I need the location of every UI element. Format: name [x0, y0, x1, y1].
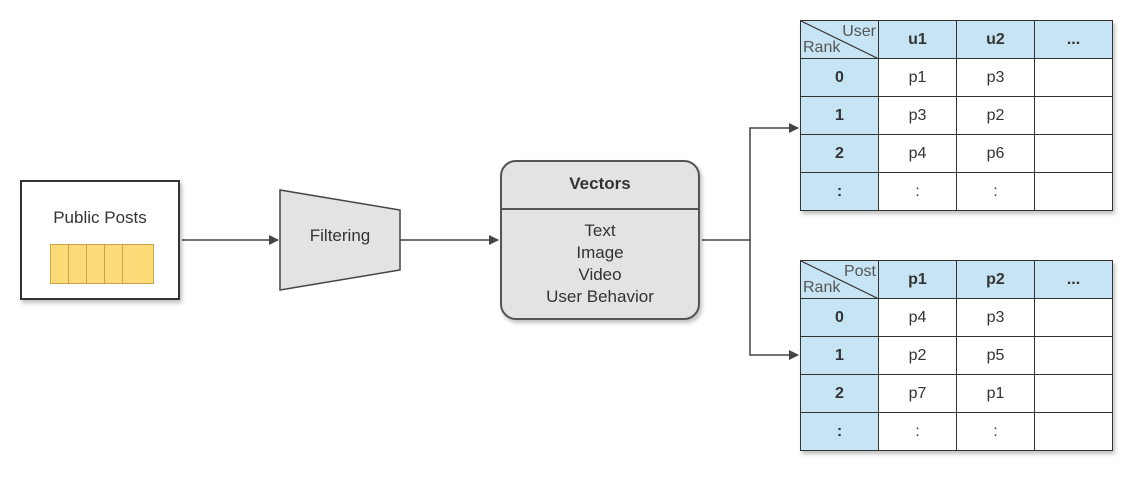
table-cell: p3 — [956, 298, 1035, 337]
table-cell: p1 — [878, 58, 957, 97]
rank-cell: 0 — [800, 298, 879, 337]
table-header-row: User Rank u1 u2 ... — [800, 20, 1113, 59]
table-corner-cell: User Rank — [800, 20, 879, 59]
table-cell: : — [878, 412, 957, 451]
table-cell — [1034, 336, 1113, 375]
corner-label-rank: Rank — [803, 39, 841, 56]
arrow-vectors-to-user-table — [702, 123, 799, 241]
table-cell: : — [956, 172, 1035, 211]
table-cell: p2 — [956, 96, 1035, 135]
table-cell — [1034, 134, 1113, 173]
column-header: u1 — [878, 20, 957, 59]
table-cell: : — [878, 172, 957, 211]
vectors-item-user-behavior: User Behavior — [546, 287, 654, 306]
vectors-divider — [502, 208, 698, 210]
rank-cell: 2 — [800, 134, 879, 173]
column-header: ... — [1034, 20, 1113, 59]
corner-label-rank: Rank — [803, 279, 841, 296]
table-cell: p2 — [878, 336, 957, 375]
table-row: 0 p1 p3 — [800, 58, 1113, 97]
column-header: ... — [1034, 260, 1113, 299]
vectors-item-image: Image — [576, 243, 624, 262]
table-row: : : : — [800, 172, 1113, 211]
public-posts-title: Public Posts — [53, 208, 147, 227]
rank-cell: 0 — [800, 58, 879, 97]
table-cell — [1034, 172, 1113, 211]
table-row: 1 p2 p5 — [800, 336, 1113, 375]
column-header: p2 — [956, 260, 1035, 299]
table-row: 1 p3 p2 — [800, 96, 1113, 135]
filtering-label: Filtering — [309, 226, 371, 245]
vectors-item-text: Text — [584, 221, 616, 240]
table-cell — [1034, 298, 1113, 337]
column-header: u2 — [956, 20, 1035, 59]
table-cell — [1034, 58, 1113, 97]
table-row: : : : — [800, 412, 1113, 451]
table-cell: p5 — [956, 336, 1035, 375]
table-cell: p4 — [878, 134, 957, 173]
arrow-vectors-to-post-table — [749, 240, 799, 360]
rank-cell: : — [800, 172, 879, 211]
vectors-item-video: Video — [578, 265, 622, 284]
table-cell — [1034, 374, 1113, 413]
table-cell: p3 — [956, 58, 1035, 97]
filter-trapezoid — [279, 189, 401, 291]
table-row: 2 p4 p6 — [800, 134, 1113, 173]
corner-label-post: Post — [843, 263, 876, 280]
table-cell — [1034, 96, 1113, 135]
post-rank-table: Post Rank p1 p2 ... 0 p4 p3 1 p2 p5 2 p7… — [800, 260, 1113, 451]
vectors-item-list: Text Image Video User Behavior — [502, 220, 698, 308]
table-corner-cell: Post Rank — [800, 260, 879, 299]
vectors-title: Vectors — [569, 174, 631, 193]
user-rank-table: User Rank u1 u2 ... 0 p1 p3 1 p3 p2 2 p4… — [800, 20, 1113, 211]
table-cell: p4 — [878, 298, 957, 337]
table-cell: p1 — [956, 374, 1035, 413]
table-cell: p6 — [956, 134, 1035, 173]
column-header: p1 — [878, 260, 957, 299]
rank-cell: 2 — [800, 374, 879, 413]
corner-label-user: User — [842, 23, 876, 40]
table-row: 0 p4 p3 — [800, 298, 1113, 337]
table-cell — [1034, 412, 1113, 451]
table-header-row: Post Rank p1 p2 ... — [800, 260, 1113, 299]
vectors-node: Vectors Text Image Video User Behavior — [500, 160, 700, 320]
public-posts-node: Public Posts — [20, 180, 180, 300]
table-cell: p3 — [878, 96, 957, 135]
table-cell: : — [956, 412, 1035, 451]
rank-cell: : — [800, 412, 879, 451]
table-cell: p7 — [878, 374, 957, 413]
rank-cell: 1 — [800, 336, 879, 375]
rank-cell: 1 — [800, 96, 879, 135]
table-row: 2 p7 p1 — [800, 374, 1113, 413]
